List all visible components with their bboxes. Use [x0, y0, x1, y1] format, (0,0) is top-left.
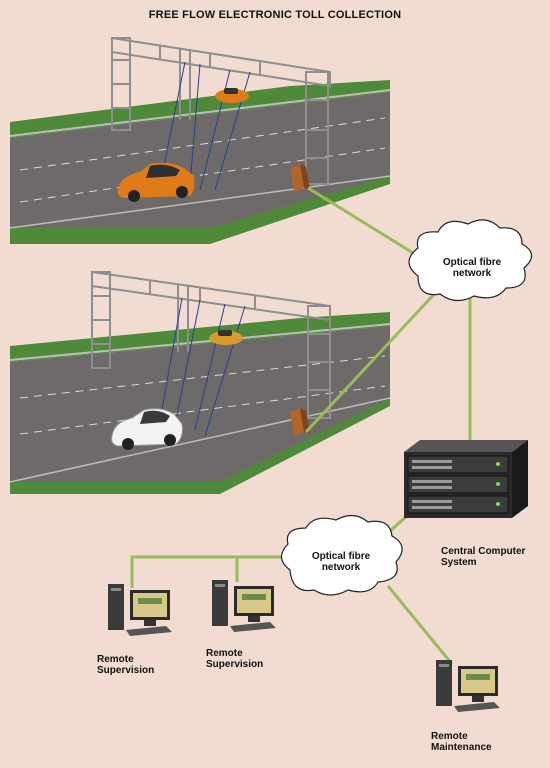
supervision-1-label-line1: Remote	[97, 654, 134, 665]
optical-fibre-cloud-2	[280, 514, 403, 596]
link-scene2-cloud	[304, 288, 440, 434]
supervision-1-label-line2: Supervision	[97, 665, 155, 676]
highway-road	[10, 92, 390, 236]
server-label: Central Computer System	[441, 546, 525, 568]
roadside-cabinet	[290, 408, 310, 436]
toll-gantry-scene-1	[9, 36, 391, 244]
central-server-icon	[404, 440, 528, 518]
link-cloud2-maintenance	[386, 585, 454, 665]
workstation-icon-maintenance	[436, 660, 500, 712]
fibre-links	[130, 186, 472, 665]
maintenance-label-line1: Remote	[431, 731, 468, 742]
workstation-icon-supervision-2	[212, 580, 276, 632]
supervision-2-label: Remote Supervision	[206, 648, 263, 670]
cloud-2-label-line2: network	[321, 562, 361, 573]
optical-fibre-cloud-1	[408, 219, 533, 302]
diagram-title: FREE FLOW ELECTRONIC TOLL COLLECTION	[148, 9, 402, 21]
cloud-1-label-line2: network	[452, 268, 492, 279]
vehicle-orange-car	[117, 162, 195, 202]
cloud-2-label: Optical fibre network	[296, 551, 386, 573]
supervision-2-label-line2: Supervision	[206, 659, 264, 670]
cloud-1-label-line1: Optical fibre	[442, 257, 502, 268]
workstation-icon-supervision-1	[108, 584, 172, 636]
gantry-structure	[111, 36, 331, 185]
server-label-line2: System	[441, 557, 477, 568]
supervision-1-label: Remote Supervision	[97, 654, 154, 676]
link-scene1-cloud	[307, 186, 419, 258]
cloud-2-label-line1: Optical fibre	[311, 551, 371, 562]
link-cloud2-supervision1	[130, 555, 290, 588]
maintenance-label: Remote Maintenance	[431, 731, 492, 753]
toll-gantry-scene-2	[9, 270, 391, 494]
server-label-line1: Central Computer	[441, 546, 526, 557]
cloud-1-label: Optical fibre network	[428, 257, 516, 279]
vehicle-distant	[215, 88, 249, 103]
roadside-cabinet	[290, 164, 310, 192]
vehicle-distant	[209, 330, 243, 345]
vehicle-white-car	[111, 408, 183, 450]
maintenance-label-line2: Maintenance	[431, 742, 492, 753]
supervision-2-label-line1: Remote	[206, 648, 243, 659]
